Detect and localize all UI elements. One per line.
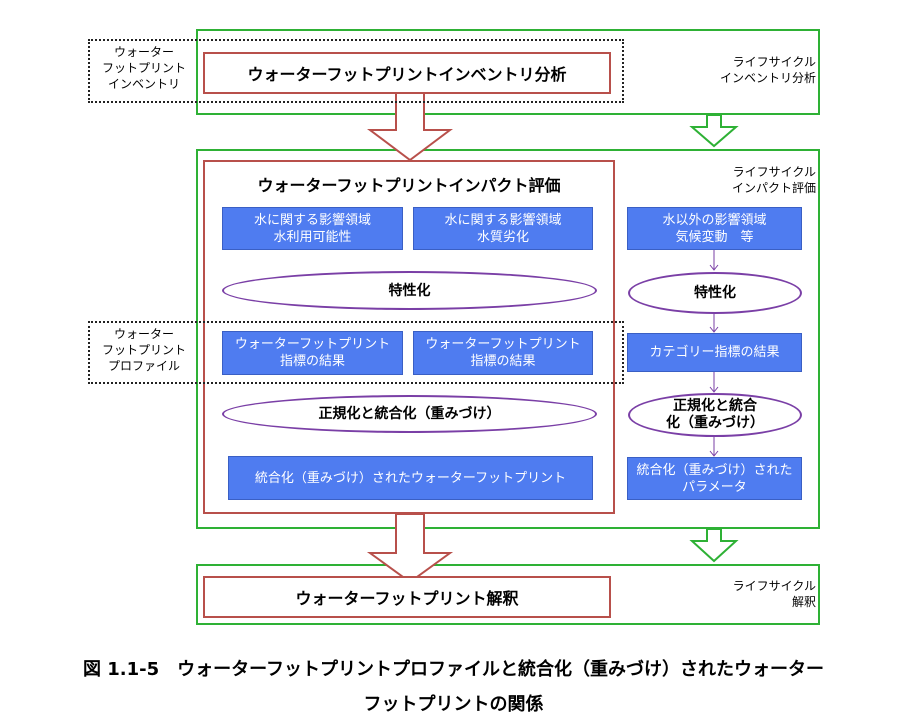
green-arrow-1 xyxy=(689,114,739,148)
characterization-oval-left: 特性化 xyxy=(222,271,597,310)
characterization-oval-right: 特性化 xyxy=(628,272,802,314)
green-arrow-2 xyxy=(689,528,739,563)
wf-inventory-dotted-region xyxy=(88,39,624,103)
area-water-quality: 水に関する影響領域 水質劣化 xyxy=(413,207,593,250)
integrated-parameter: 統合化（重みづけ）された パラメータ xyxy=(627,457,802,500)
wf-profile-dotted-region xyxy=(88,321,624,384)
indicator-result-2: ウォーターフットプリント 指標の結果 xyxy=(413,331,593,375)
area-non-water: 水以外の影響領域 気候変動 等 xyxy=(627,207,802,250)
red-arrow-2 xyxy=(366,513,454,584)
figure-caption-line2: フットプリントの関係 xyxy=(363,694,544,715)
indicator-result-1: ウォーターフットプリント 指標の結果 xyxy=(222,331,403,375)
lc-inventory-label: ライフサイクル インベントリ分析 xyxy=(719,55,816,85)
category-indicator-result: カテゴリー指標の結果 xyxy=(627,333,802,372)
impact-assessment-title: ウォーターフットプリントインパクト評価 xyxy=(257,176,561,195)
lc-interpretation-frame xyxy=(196,564,820,625)
figure-caption-line1: 図 1.1-5 ウォーターフットプリントプロファイルと統合化（重みづけ）されたウ… xyxy=(82,659,825,680)
lc-impact-frame xyxy=(196,149,820,529)
integrated-water-footprint: 統合化（重みづけ）されたウォーターフットプリント xyxy=(228,456,593,500)
red-arrow-1 xyxy=(367,91,453,162)
lc-interpretation-label: ライフサイクル 解釈 xyxy=(732,579,816,609)
interpretation-box: ウォーターフットプリント解釈 xyxy=(203,576,611,618)
lc-impact-label: ライフサイクル インパクト評価 xyxy=(731,165,816,195)
normalization-oval-right: 正規化と統合 化（重みづけ） xyxy=(628,393,802,437)
wf-profile-label: ウォーター フットプリント プロファイル xyxy=(101,327,186,373)
lc-inventory-frame xyxy=(196,29,820,115)
area-water-availability: 水に関する影響領域 水利用可能性 xyxy=(222,207,403,250)
wf-inventory-label: ウォーター フットプリント インベントリ xyxy=(101,45,186,91)
normalization-oval-left: 正規化と統合化（重みづけ） xyxy=(222,395,597,433)
inventory-analysis-box: ウォーターフットプリントインベントリ分析 xyxy=(203,52,611,94)
